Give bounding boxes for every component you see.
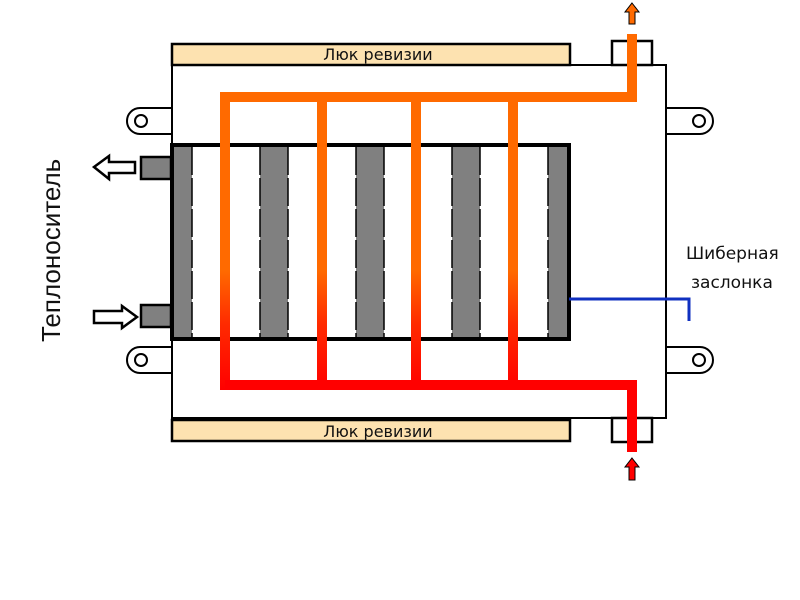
arrow-left-icon (91, 153, 137, 182)
pipe-network (220, 34, 637, 452)
top-hatch-label: Люк ревизии (323, 45, 432, 64)
mount-lug-icon (126, 107, 172, 135)
top-hatch (170, 42, 572, 67)
bottom-hatch-label: Люк ревизии (323, 422, 432, 441)
bottom-hatch (170, 418, 572, 443)
fin-plate (260, 145, 288, 339)
damper-label-line1: Шиберная (686, 244, 779, 264)
fin-core (170, 143, 571, 341)
coolant-inlet-stub (139, 303, 173, 329)
riser-pipe (317, 92, 327, 390)
arrow-up-icon (623, 457, 641, 481)
cold-manifold (225, 380, 637, 452)
coolant-outlet-stub (139, 155, 173, 181)
mount-lug-icon (666, 346, 714, 374)
coolant-label: Теплоноситель (36, 159, 66, 342)
riser-pipe (220, 92, 230, 390)
riser-pipe (411, 92, 421, 390)
damper-rod (569, 297, 691, 321)
mount-lug-icon (126, 346, 172, 374)
damper-label-line2: заслонка (691, 273, 773, 293)
fin-plate (356, 145, 384, 339)
mount-lug-icon (666, 107, 714, 135)
arrow-right-icon (92, 303, 140, 331)
hot-manifold (225, 34, 637, 102)
fin-plate (548, 145, 569, 339)
fin-plate (452, 145, 480, 339)
riser-pipe (508, 92, 518, 390)
arrow-up-icon (623, 2, 641, 25)
fin-plate (172, 145, 192, 339)
